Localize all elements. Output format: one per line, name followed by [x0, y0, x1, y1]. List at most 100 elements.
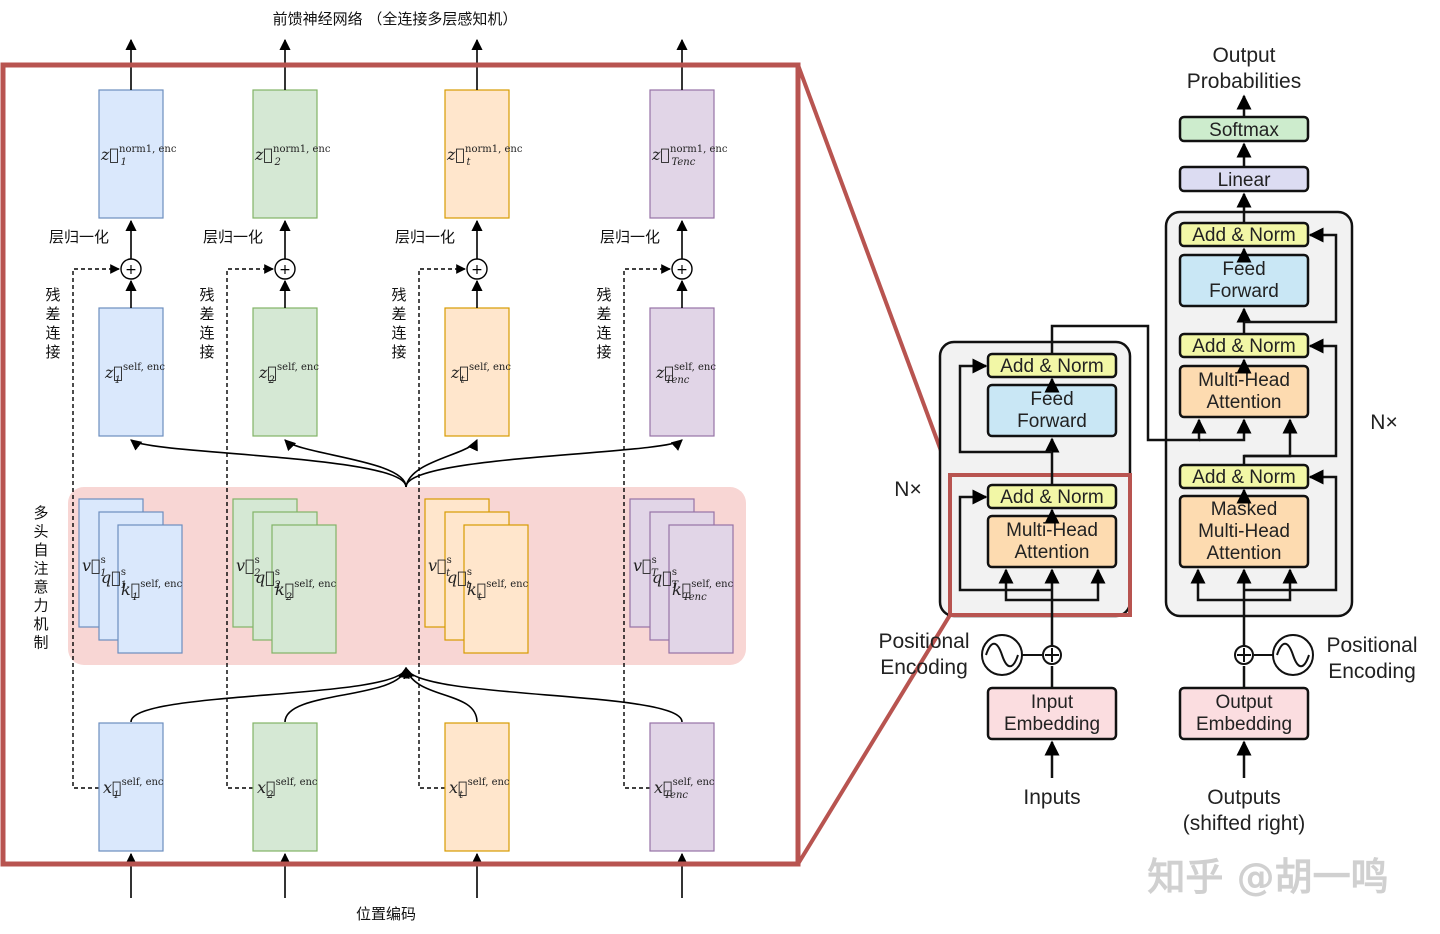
attention-label-char: 头	[33, 523, 48, 541]
residual-label-char: 差	[596, 305, 611, 323]
attention-label-char: 意	[33, 578, 48, 596]
residual-path	[72, 264, 120, 789]
decoder-positional-label: Positional	[1326, 634, 1417, 657]
input-box	[444, 722, 510, 852]
norm-box	[649, 89, 715, 219]
residual-label-char: 接	[391, 343, 406, 361]
self-attention-output-box	[444, 307, 510, 437]
encoder-plus-node	[1042, 645, 1062, 665]
output-probabilities-label: Output	[1212, 44, 1275, 67]
residual-path	[418, 264, 466, 789]
decoder-cross-attention-label: Multi-Head	[1198, 370, 1290, 391]
decoder-cross-attention-label-2: Attention	[1207, 392, 1282, 413]
input-embedding-label-2: Embedding	[1004, 714, 1100, 735]
decoder-nx-label: N×	[1370, 411, 1397, 434]
key-box	[117, 524, 183, 654]
input-box	[98, 722, 164, 852]
key-box	[463, 524, 529, 654]
key-box	[668, 524, 734, 654]
norm-box	[98, 89, 164, 219]
encoder-sine-icon	[981, 634, 1023, 676]
norm-box	[444, 89, 510, 219]
layer-norm-label: 层归一化	[600, 228, 660, 246]
layer-norm-label: 层归一化	[49, 228, 109, 246]
decoder-add-norm-1-label: Add & Norm	[1192, 467, 1295, 488]
encoder-stack	[938, 340, 1132, 618]
add-symbol: +	[279, 262, 291, 278]
encoder-add-norm-2-label: Add & Norm	[1000, 356, 1103, 377]
key-box	[271, 524, 337, 654]
residual-label-char: 差	[391, 305, 406, 323]
softmax-label: Softmax	[1209, 120, 1279, 141]
attention-label-char: 注	[33, 560, 48, 578]
attention-curves	[130, 438, 683, 723]
input-box	[649, 722, 715, 852]
decoder-add-norm-2-label: Add & Norm	[1192, 336, 1295, 357]
encoder-add-norm-1-label: Add & Norm	[1000, 487, 1103, 508]
encoder-feed-forward-label: Feed	[1030, 389, 1073, 410]
layer-norm-label: 层归一化	[395, 228, 455, 246]
transformer-arrows	[958, 94, 1338, 778]
residual-label-char: 连	[45, 324, 60, 342]
inputs-label: Inputs	[1023, 786, 1080, 809]
residual-label-char: 连	[199, 324, 214, 342]
layer-norm-label: 层归一化	[203, 228, 263, 246]
residual-path	[226, 264, 274, 789]
add-symbol: +	[676, 262, 688, 278]
residual-label-char: 差	[199, 305, 214, 323]
attention-label-char: 力	[33, 597, 48, 615]
attention-label-char: 机	[33, 615, 48, 633]
add-symbol: +	[471, 262, 483, 278]
encoder-attention-highlight	[948, 473, 1132, 617]
decoder-add-norm-3-label: Add & Norm	[1192, 225, 1295, 246]
encoder-positional-label-2: Encoding	[880, 656, 968, 679]
self-attention-output-box	[98, 307, 164, 437]
positional-encoding-label: 位置编码	[356, 905, 416, 923]
output-embedding-label-2: Embedding	[1196, 714, 1292, 735]
output-embedding-label: Output	[1215, 692, 1273, 713]
zoom-line-top	[796, 64, 952, 476]
residual-label-char: 残	[45, 286, 60, 304]
residual-label-char: 接	[45, 343, 60, 361]
attention-label-char: 自	[33, 541, 48, 559]
ffn-title: 前馈神经网络 （全连接多层感知机）	[273, 10, 518, 28]
zoom-line-bottom	[796, 613, 952, 866]
decoder-positional-label-2: Encoding	[1328, 660, 1416, 683]
residual-label-char: 残	[199, 286, 214, 304]
decoder-sine-icon	[1272, 634, 1314, 676]
input-box	[252, 722, 318, 852]
encoder-feed-forward-label-2: Forward	[1017, 411, 1087, 432]
encoder-detail-frame	[0, 62, 801, 867]
decoder-plus-node	[1234, 645, 1254, 665]
attention-label-char: 多	[33, 504, 48, 522]
linear-label: Linear	[1218, 170, 1271, 191]
encoder-attention-label: Multi-Head	[1006, 520, 1098, 541]
residual-label-char: 接	[596, 343, 611, 361]
outputs-label: Outputs	[1207, 786, 1281, 809]
decoder-feed-forward-label: Feed	[1222, 259, 1265, 280]
self-attention-output-box	[252, 307, 318, 437]
